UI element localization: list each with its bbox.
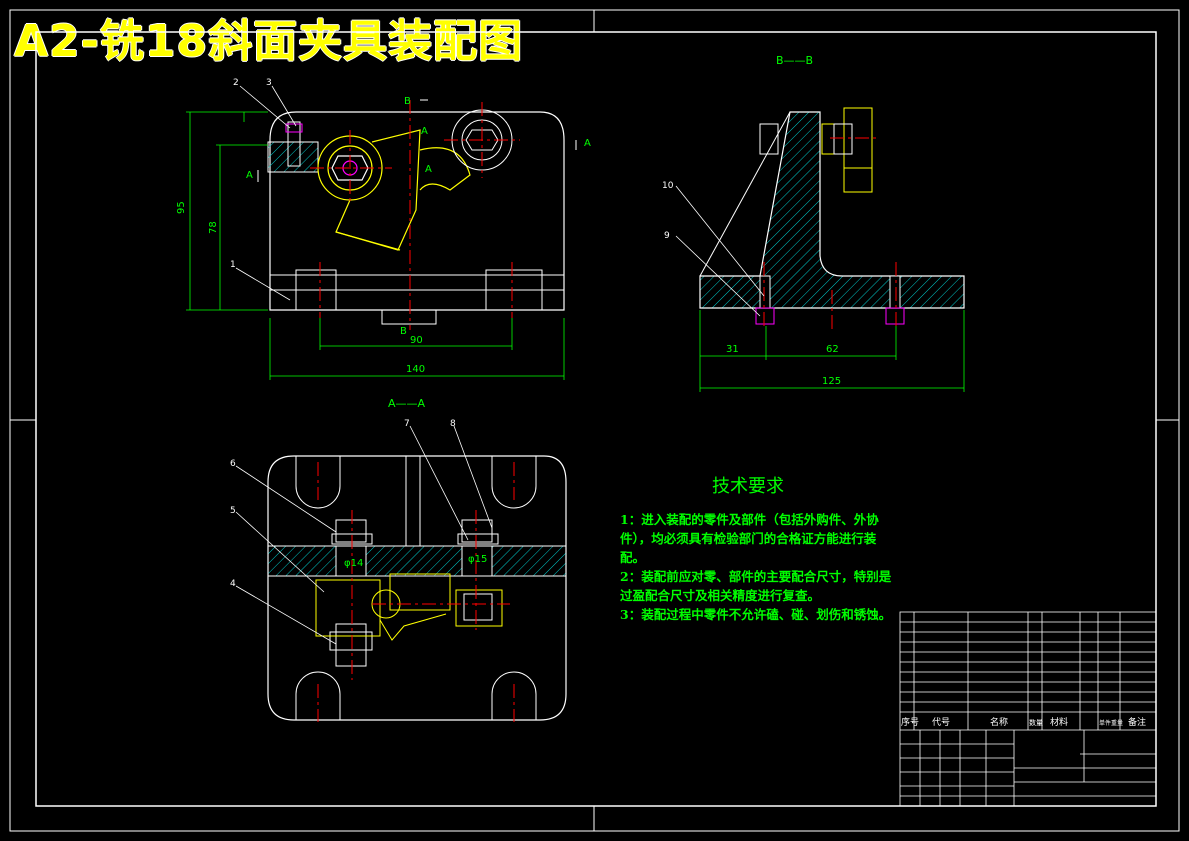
bom-header-qty: 数量 — [1029, 718, 1043, 727]
front-view: B B A A A A 95 78 140 90 — [176, 78, 591, 380]
bom-header-material: 材料 — [1050, 716, 1068, 728]
callout-8: 8 — [450, 419, 456, 429]
dim-125: 125 — [822, 376, 841, 387]
bom-header-seq: 序号 — [901, 716, 919, 728]
callout-1: 1 — [230, 260, 236, 270]
bom-header-code: 代号 — [932, 717, 950, 728]
label-a-a: A——A — [388, 397, 426, 410]
dim-140: 140 — [406, 364, 425, 375]
front-a-mark-mid2: A — [425, 164, 432, 175]
clamp-linkage — [317, 129, 471, 251]
tech-requirement-1: 1：进入装配的零件及部件（包括外购件、外协件），均必须具有检验部门的合格证方能进… — [620, 512, 879, 565]
front-b-mark-bottom: B — [400, 326, 407, 337]
base-plan-outline — [267, 455, 567, 721]
bom-header: 序号 代号 名称 数量 材料 单件重量 备注 — [901, 716, 1146, 728]
angle-bracket-section — [699, 111, 965, 309]
dim-phi14: φ14 — [344, 558, 363, 569]
dim-90: 90 — [410, 335, 423, 346]
dim-95: 95 — [176, 201, 187, 214]
front-b-mark-top: B — [404, 96, 411, 107]
callout-10: 10 — [662, 181, 674, 191]
callout-7: 7 — [404, 419, 410, 429]
label-b-b: B——B — [776, 54, 813, 67]
bom-header-weight: 单件重量 — [1099, 719, 1123, 727]
dim-62: 62 — [826, 344, 839, 355]
tech-requirement-3: 3：装配过程中零件不允许磕、碰、划伤和锈蚀。 — [620, 607, 892, 622]
fixture-body-outline — [269, 111, 565, 311]
callout-9: 9 — [664, 231, 670, 241]
callout-4: 4 — [230, 579, 236, 589]
section-b-b-view: B——B 125 31 — [662, 54, 965, 392]
tech-requirements-body: 1：进入装配的零件及部件（包括外购件、外协件），均必须具有检验部门的合格证方能进… — [620, 510, 900, 624]
callout-5: 5 — [230, 506, 236, 516]
callout-3: 3 — [266, 78, 272, 88]
dim-31: 31 — [726, 344, 739, 355]
bom-header-name: 名称 — [990, 716, 1008, 728]
tech-requirement-2: 2：装配前应对零、部件的主要配合尺寸，特别是过盈配合尺寸及相关精度进行复查。 — [620, 569, 892, 603]
bom-table — [899, 611, 1157, 807]
bom-header-note: 备注 — [1128, 716, 1146, 728]
drawing-title: A2-铣18斜面夹具装配图 — [14, 16, 524, 67]
front-a-mark-right: A — [584, 138, 591, 149]
front-a-mark-left: A — [246, 170, 253, 181]
tech-requirements-title: 技术要求 — [712, 476, 784, 497]
front-a-mark-mid1: A — [421, 126, 428, 137]
callout-2: 2 — [233, 78, 239, 88]
callout-6: 6 — [230, 459, 236, 469]
dim-78: 78 — [208, 221, 219, 234]
drawing-frame — [9, 9, 1180, 832]
section-a-a-view: A——A — [230, 397, 567, 722]
dim-phi15: φ15 — [468, 554, 487, 565]
